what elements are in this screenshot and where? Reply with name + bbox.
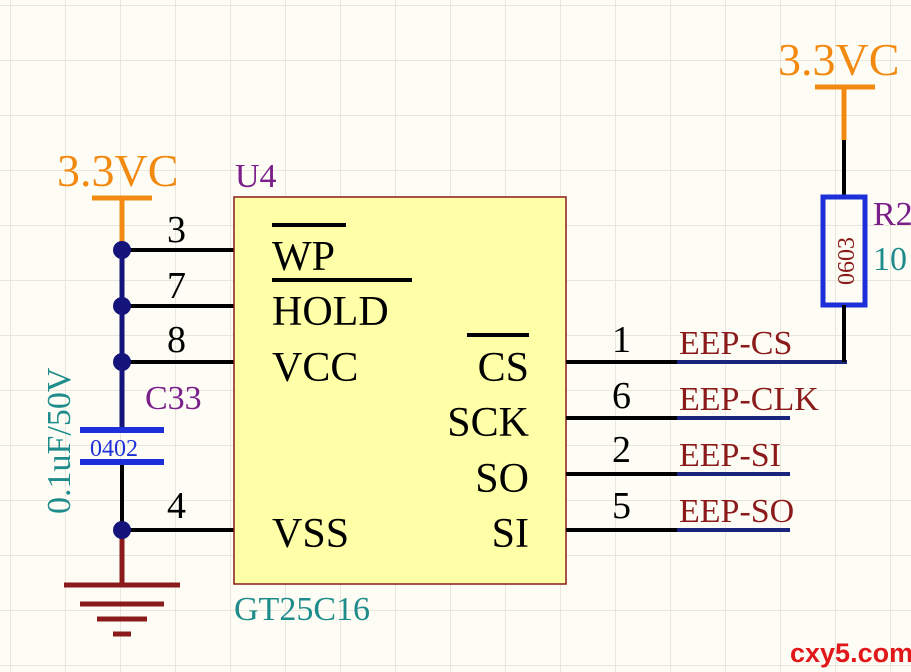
pin-name-vcc: VCC — [272, 345, 358, 391]
resistor-value: 10 — [873, 241, 907, 278]
capacitor-c33[interactable]: 0402 — [80, 427, 164, 465]
capacitor-package: 0402 — [90, 436, 138, 462]
pin-number-1: 1 — [612, 319, 631, 361]
pin-number-3: 3 — [167, 209, 186, 251]
pin-number-2: 2 — [612, 429, 631, 471]
pin-name-hold: HOLD — [272, 289, 389, 335]
junction-dot — [113, 297, 131, 315]
pin-name-si: SI — [492, 511, 529, 557]
net-label-so[interactable]: EEP-SO — [679, 493, 794, 530]
pin-name-cs: CS — [478, 345, 529, 391]
watermark: cxy5.com — [790, 638, 911, 668]
left-power-symbol: 3.3VC — [57, 145, 178, 250]
resistor-package: 0603 — [834, 237, 860, 285]
pin-name-so: SO — [475, 456, 529, 502]
capacitor-value: 0.1uF/50V — [41, 367, 78, 514]
resistor-ref: R2 — [873, 196, 911, 233]
left-power-label: 3.3VC — [57, 145, 178, 196]
right-power-label: 3.3VC — [778, 34, 899, 85]
junction-dot — [113, 521, 131, 539]
pin-number-8: 8 — [167, 319, 186, 361]
pin-number-5: 5 — [612, 485, 631, 527]
junction-dot — [113, 241, 131, 259]
chip-ref: U4 — [235, 158, 277, 195]
chip-part: GT25C16 — [234, 591, 370, 628]
net-label-si[interactable]: EEP-SI — [679, 437, 781, 474]
pin-number-4: 4 — [167, 485, 186, 527]
resistor-r2[interactable]: 0603 — [820, 194, 868, 308]
net-label-cs[interactable]: EEP-CS — [679, 325, 792, 362]
chip-u4[interactable] — [233, 196, 567, 585]
pin-name-vss: VSS — [272, 511, 349, 557]
capacitor-ref: C33 — [145, 380, 202, 417]
right-power-symbol: 3.3VC — [778, 34, 899, 140]
pin-name-sck: SCK — [447, 400, 529, 446]
ground-symbol — [64, 582, 180, 637]
pin-number-7: 7 — [167, 265, 186, 307]
pin-name-wp: WP — [272, 234, 335, 280]
pin-number-6: 6 — [612, 375, 631, 417]
junction-dot — [113, 353, 131, 371]
net-label-clk[interactable]: EEP-CLK — [679, 381, 819, 418]
